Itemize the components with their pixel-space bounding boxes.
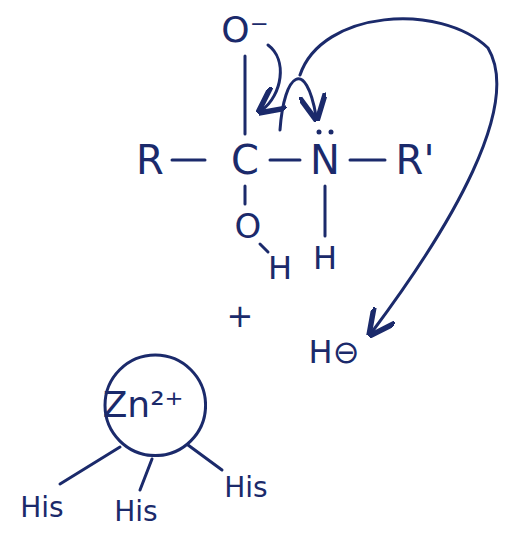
bond [244, 56, 247, 134]
curly-arrow [262, 45, 280, 110]
atom-label: R' [396, 140, 435, 180]
ligand-bond [60, 447, 120, 484]
atom-label: N [310, 140, 340, 180]
ligand-bond [140, 459, 152, 490]
atom-label: O [235, 209, 262, 243]
metal-ion-circle: Zn²⁺ [103, 353, 208, 458]
proton-label: H⊖ [309, 336, 360, 368]
ligand-bond [188, 445, 222, 470]
lone-pair-dot [329, 130, 334, 135]
residue-label: His [224, 474, 267, 502]
bond [350, 159, 385, 162]
bond [172, 159, 205, 162]
residue-label: His [114, 498, 157, 526]
ion-label: Zn²⁺ [103, 387, 184, 423]
bond [270, 159, 300, 162]
bond [260, 244, 268, 252]
plus-sign: + [227, 300, 254, 332]
bond [244, 186, 247, 204]
residue-label: His [20, 494, 63, 522]
oxyanion-label: O⁻ [221, 12, 268, 48]
curly-arrow [280, 79, 316, 130]
atom-label: C [231, 140, 259, 180]
atom-label: H [268, 252, 292, 284]
atom-label: H [313, 242, 337, 274]
curly-arrow [300, 19, 497, 332]
bond [324, 186, 327, 236]
atom-label: R [136, 140, 164, 180]
lone-pair-dot [317, 130, 322, 135]
